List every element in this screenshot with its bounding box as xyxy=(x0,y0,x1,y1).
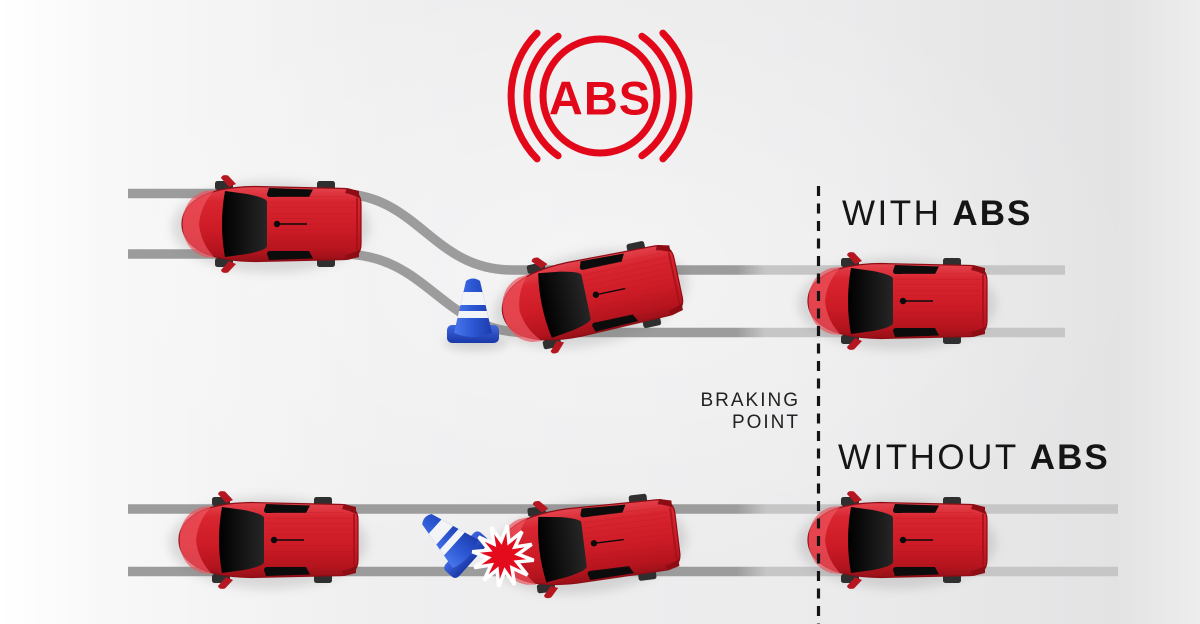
braking-point-label: BRAKING POINT xyxy=(600,390,800,434)
abs-logo-arc-left-outer xyxy=(507,29,541,163)
car-top-middle-swerving xyxy=(483,228,697,365)
abs-logo-arc-right-inner xyxy=(638,32,677,160)
without-abs-label: WITHOUT ABS xyxy=(838,438,1110,477)
abs-logo-circle xyxy=(539,35,661,157)
with-abs-label-bold: ABS xyxy=(952,194,1033,233)
braking-point-line1: BRAKING xyxy=(700,390,800,411)
with-abs-label: WITH ABS xyxy=(842,194,1033,233)
without-abs-label-bold: ABS xyxy=(1029,438,1110,477)
traffic-cone-icon xyxy=(444,279,508,350)
abs-logo-arc-right-outer xyxy=(659,29,693,163)
braking-point-line2: POINT xyxy=(731,412,800,433)
abs-logo-text: ABS xyxy=(549,72,651,125)
with-abs-label-prefix: WITH xyxy=(842,194,942,233)
without-abs-label-prefix: WITHOUT xyxy=(838,438,1019,477)
abs-logo-arc-left-inner xyxy=(523,32,562,160)
abs-logo-icon: ABS xyxy=(507,29,693,163)
